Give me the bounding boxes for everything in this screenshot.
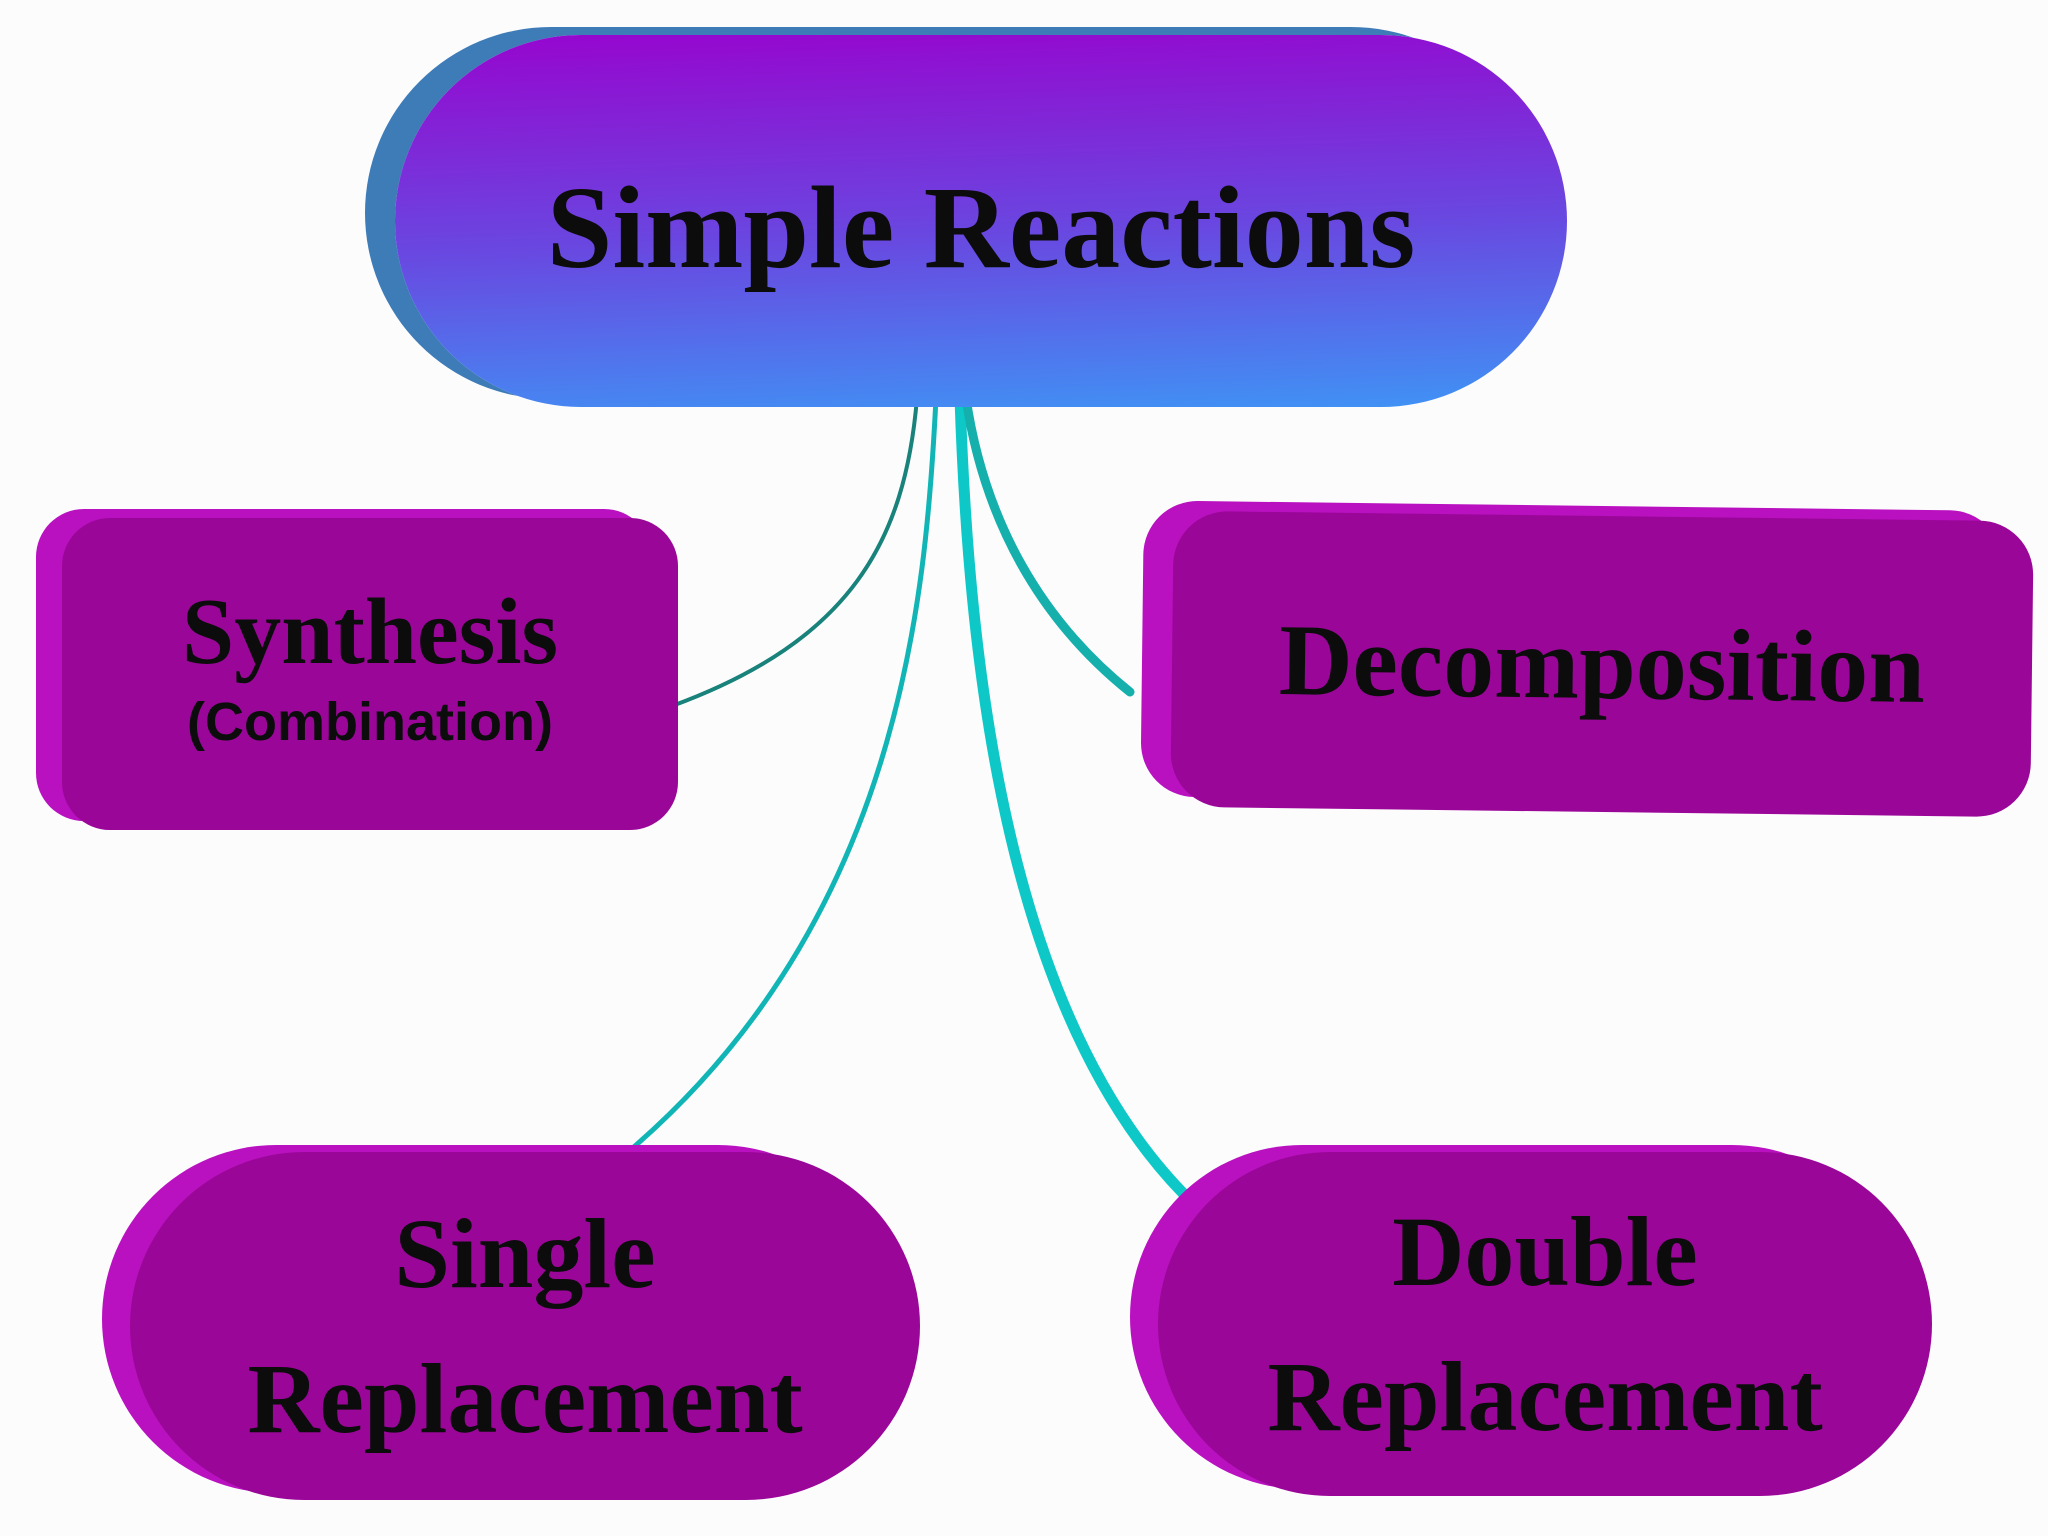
connector-to-decomposition bbox=[961, 393, 1135, 697]
node-single-replacement-line1: Single bbox=[394, 1198, 656, 1309]
node-double-replacement-line2: Replacement bbox=[1267, 1341, 1823, 1452]
node-decomposition: Decomposition bbox=[1170, 510, 2034, 818]
node-synthesis-label: Synthesis bbox=[181, 580, 559, 685]
connector-to-double-replacement bbox=[954, 392, 1202, 1212]
node-single-replacement: Single Replacement bbox=[130, 1152, 920, 1500]
connector-to-single-replacement bbox=[625, 395, 939, 1155]
connector-to-synthesis bbox=[670, 396, 919, 708]
node-simple-reactions: Simple Reactions bbox=[395, 35, 1567, 407]
node-double-replacement-line1: Double bbox=[1392, 1196, 1698, 1307]
node-double-replacement: Double Replacement bbox=[1158, 1152, 1932, 1496]
node-synthesis: Synthesis (Combination) bbox=[62, 518, 678, 830]
node-simple-reactions-label: Simple Reactions bbox=[546, 162, 1416, 293]
node-decomposition-label: Decomposition bbox=[1278, 603, 1926, 725]
node-single-replacement-line2: Replacement bbox=[247, 1343, 803, 1454]
node-synthesis-sublabel: (Combination) bbox=[187, 691, 553, 752]
